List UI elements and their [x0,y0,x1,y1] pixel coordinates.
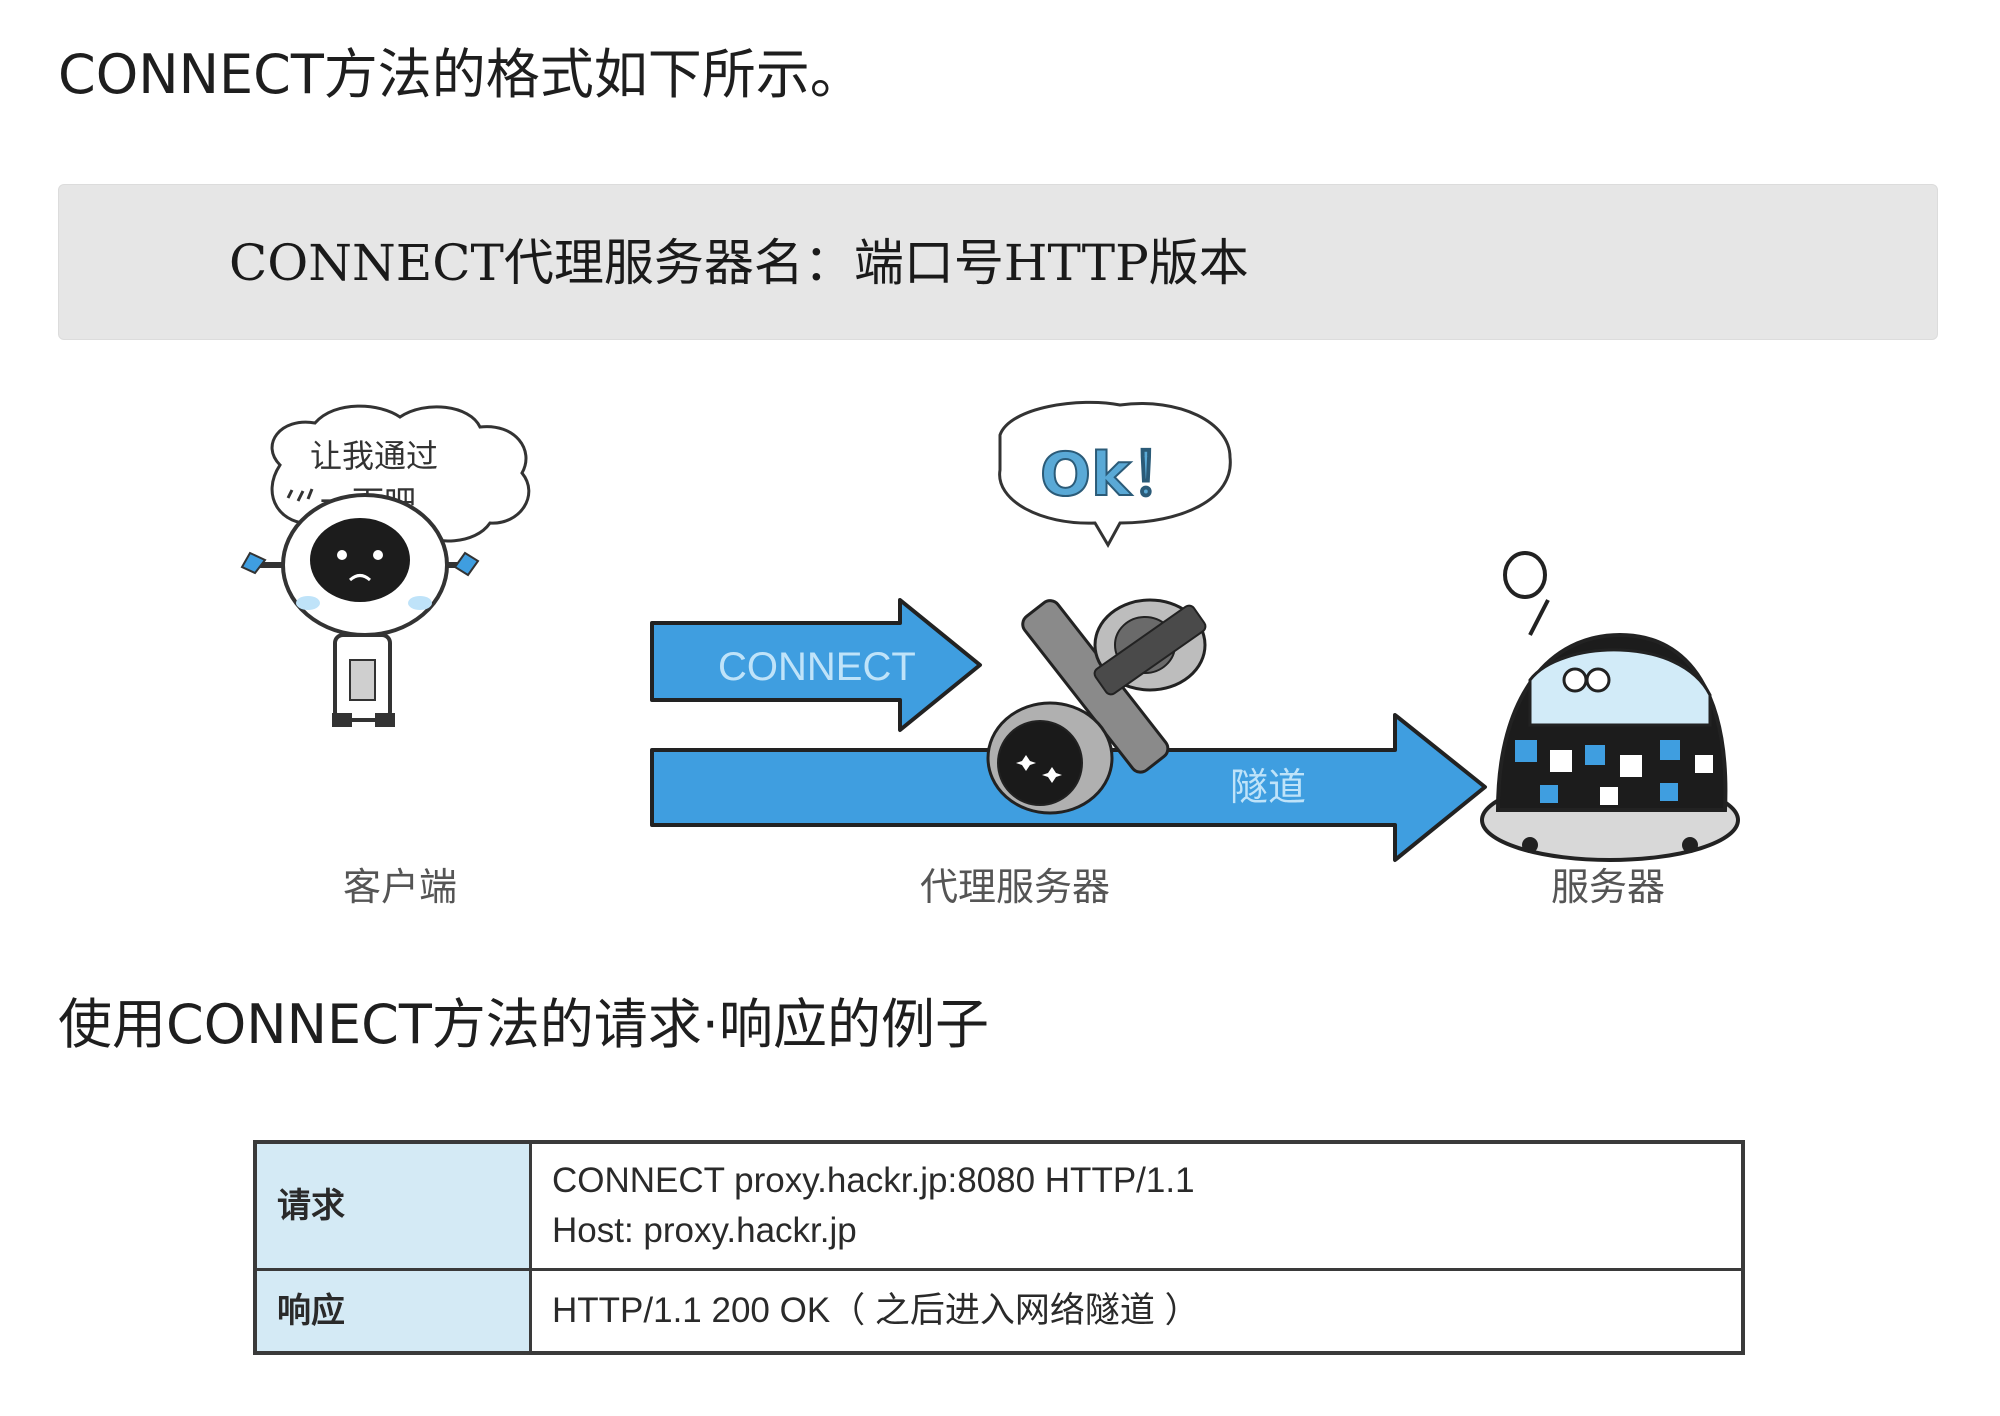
tunnel-arrow-label: 隧道 [1230,765,1306,809]
connect-diagram: 让我通过 一下吧 Ok！ [240,395,1760,915]
request-line2: Host: proxy.hackr.jp [552,1211,857,1250]
connect-arrow-label: CONNECT [718,645,916,689]
request-line1: CONNECT proxy.hackr.jp:8080 HTTP/1.1 [552,1161,1195,1200]
diagram-illustration: 让我通过 一下吧 Ok！ [240,400,1740,909]
proxy-bubble-text: Ok！ [1040,440,1191,510]
proxy-label: 代理服务器 [920,865,1110,909]
response-header-cell: 响应 [253,1268,532,1355]
table-row: 请求 CONNECT proxy.hackr.jp:8080 HTTP/1.1 … [253,1140,1745,1271]
server-label: 服务器 [1551,865,1665,909]
connect-arrow: CONNECT [650,598,982,732]
code-block: CONNECT代理服务器名：端口号HTTP版本 [58,184,1938,340]
request-header-cell: 请求 [253,1140,532,1271]
proxy-server-icon [986,598,1207,815]
section-title: 使用CONNECT方法的请求·响应的例子 [58,993,989,1056]
proxy-speech-bubble: Ok！ [998,400,1232,549]
client-label: 客户端 [343,865,457,909]
client-robot-icon [240,488,480,727]
connect-syntax: CONNECT代理服务器名：端口号HTTP版本 [229,234,1249,292]
request-value-cell: CONNECT proxy.hackr.jp:8080 HTTP/1.1 Hos… [529,1140,1745,1271]
response-value-cell: HTTP/1.1 200 OK（ 之后进入网络隧道 ） [529,1268,1745,1355]
intro-text: CONNECT方法的格式如下所示。 [58,43,864,106]
server-icon [1480,551,1740,862]
request-response-table: 请求 CONNECT proxy.hackr.jp:8080 HTTP/1.1 … [253,1140,1745,1355]
client-bubble-line1: 让我通过 [310,437,438,475]
table-row: 响应 HTTP/1.1 200 OK（ 之后进入网络隧道 ） [253,1268,1745,1355]
